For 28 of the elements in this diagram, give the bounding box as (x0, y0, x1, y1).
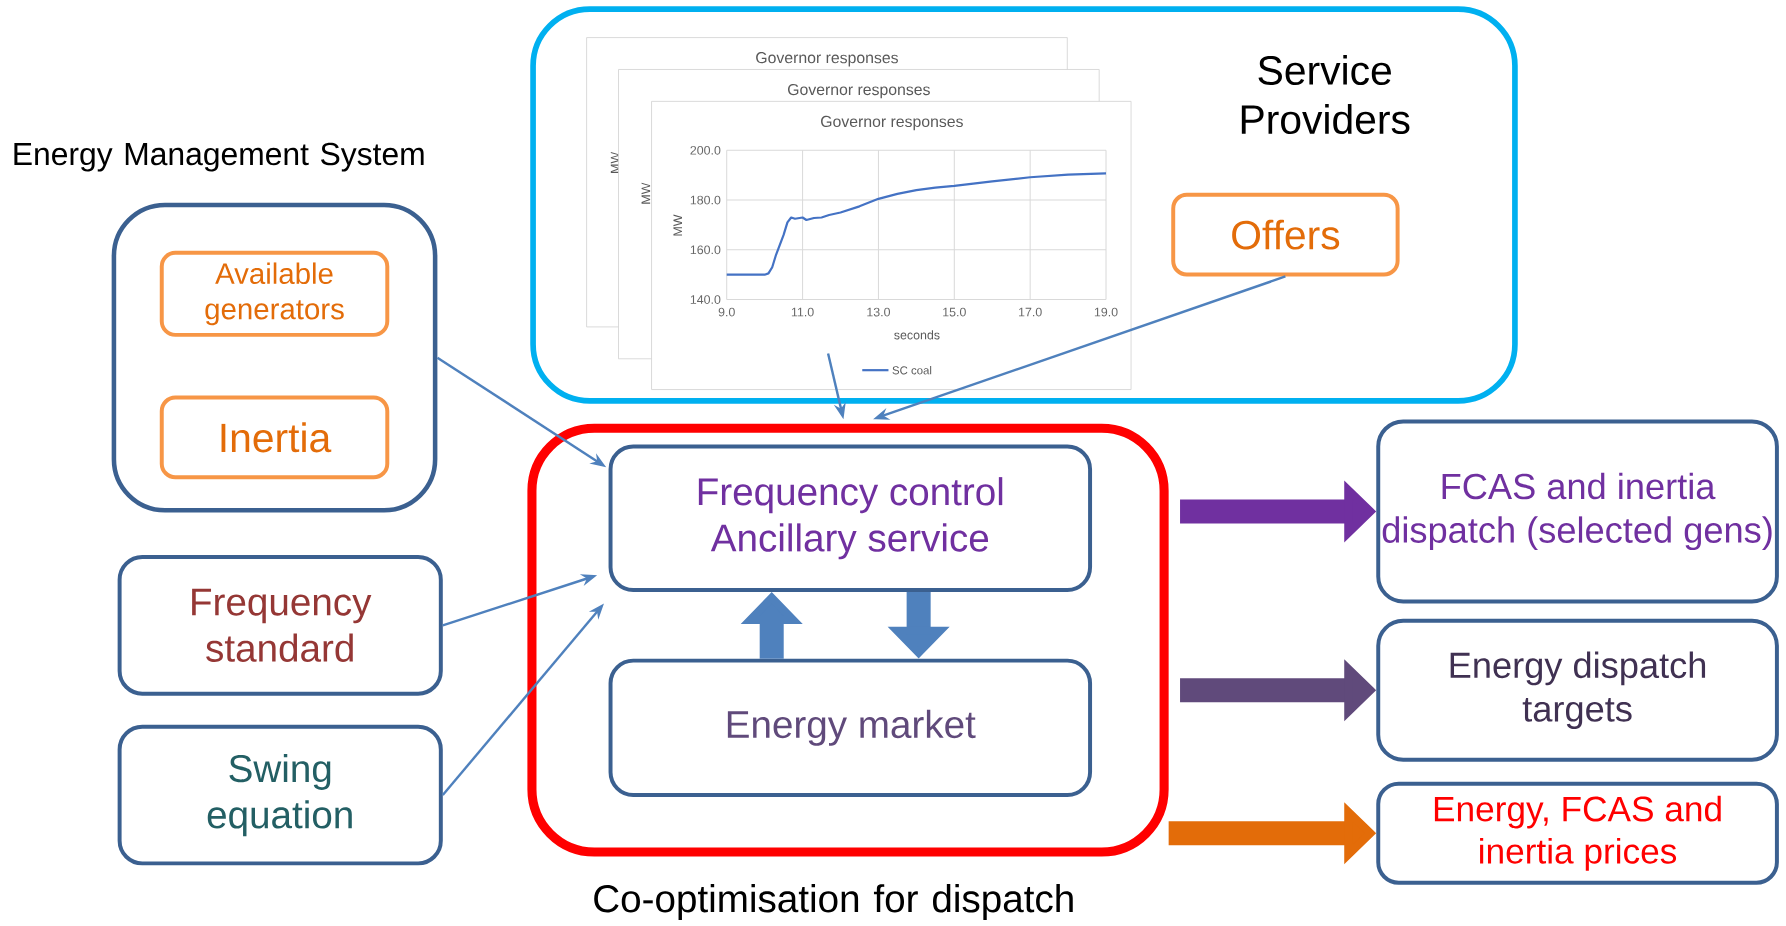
chart-stack-drawing: Governor responses MW Governor responses MW 140.0 160.0 180.0 200.0 9.0 11.0 13.0 15.0 17.0 19.0 Governor responses MW seconds SC coal (586, 37, 1132, 390)
process-box: Available generators (159, 250, 390, 337)
process-box: Offers (1171, 192, 1400, 277)
x-tick-label: 19.0 (1094, 307, 1118, 317)
line-series (725, 172, 1108, 276)
process-box: Swing equation (117, 724, 443, 866)
x-tick-label: 11.0 (791, 307, 814, 317)
process-box: Energy market (608, 658, 1093, 797)
x-tick-label: 17.0 (1019, 307, 1042, 317)
x-tick-label: 13.0 (867, 307, 891, 317)
process-box: Energy dispatch targets (1376, 618, 1779, 762)
process-box: Energy, FCAS and inertia prices (1376, 781, 1779, 885)
node-label: Co-optimisation for dispatch (594, 884, 1073, 921)
x-axis-title: seconds (894, 330, 940, 340)
y-axis-title: MW (673, 214, 683, 236)
process-box: Inertia (159, 395, 390, 480)
legend-label: SC coal (892, 366, 932, 375)
y-tick-label: 140.0 (690, 295, 721, 304)
x-tick-label: 15.0 (943, 307, 966, 317)
node-label: Energy Management System (14, 142, 424, 172)
process-box: FCAS and inertia dispatch (selected gens) (1376, 419, 1779, 604)
process-box: Frequency control Ancillary service (608, 444, 1093, 592)
y-tick-label: 200.0 (690, 145, 721, 155)
y-tick-label: 160.0 (690, 245, 721, 255)
y-tick-label: 180.0 (690, 195, 721, 205)
chart-title: Governor responses (821, 115, 963, 131)
process-box: Frequency standard (117, 555, 443, 696)
x-tick-label: 9.0 (718, 307, 735, 317)
